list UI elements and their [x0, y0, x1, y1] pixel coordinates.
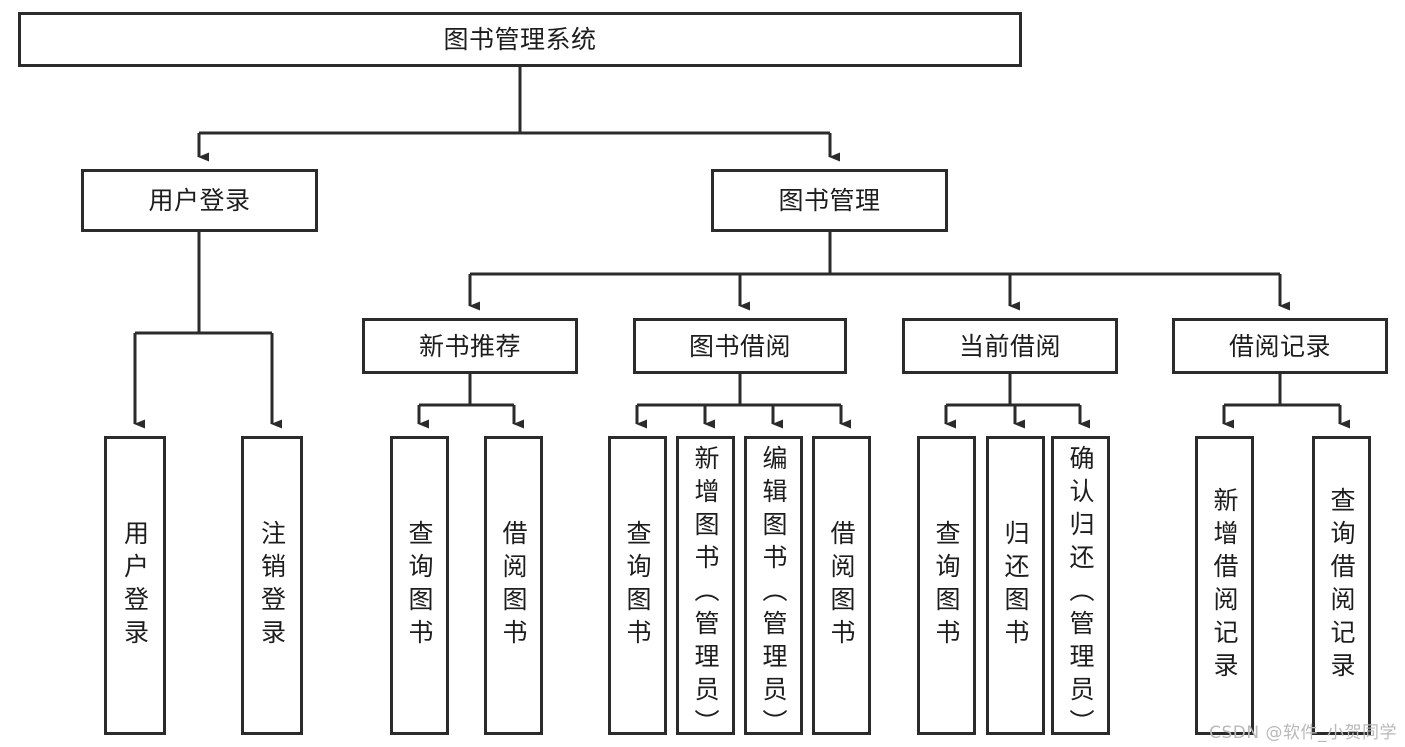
- csdn-watermark: CSDN @软件_小贺同学: [1209, 723, 1397, 743]
- leaf-borrow-book-2-inner: 借阅图书: [815, 439, 868, 732]
- leaf-add-book-label: 新增图书（管理员）: [691, 445, 720, 742]
- leaf-logout[interactable]: 注销登录: [241, 436, 303, 735]
- leaf-query-book-1[interactable]: 查询图书: [390, 436, 449, 735]
- leaf-query-book-3-label: 查询图书: [932, 519, 961, 652]
- leaf-add-record-label: 新增借阅记录: [1210, 486, 1239, 685]
- leaf-query-book-2-inner: 查询图书: [611, 439, 664, 732]
- leaf-add-record-inner: 新增借阅记录: [1198, 439, 1251, 732]
- leaf-borrow-book-2-label: 借阅图书: [827, 519, 856, 652]
- node-book-manage-label: 图书管理: [778, 186, 881, 215]
- leaf-query-book-3-inner: 查询图书: [920, 439, 973, 732]
- leaf-borrow-book-2[interactable]: 借阅图书: [812, 436, 871, 735]
- leaf-query-book-3[interactable]: 查询图书: [917, 436, 976, 735]
- leaf-confirm-return-label: 确认归还（管理员）: [1066, 445, 1095, 742]
- node-book-borrow[interactable]: 图书借阅: [633, 318, 847, 374]
- node-root[interactable]: 图书管理系统: [18, 12, 1022, 67]
- leaf-borrow-book-1[interactable]: 借阅图书: [484, 436, 543, 735]
- leaf-borrow-book-1-label: 借阅图书: [499, 519, 528, 652]
- leaf-return-book-inner: 归还图书: [989, 439, 1042, 732]
- leaf-user-login-inner: 用户登录: [107, 439, 163, 732]
- leaf-edit-book[interactable]: 编辑图书（管理员）: [744, 436, 803, 742]
- node-book-borrow-label: 图书借阅: [688, 331, 791, 361]
- leaf-return-book[interactable]: 归还图书: [986, 436, 1045, 735]
- node-new-book-rec[interactable]: 新书推荐: [362, 318, 578, 374]
- leaf-add-book[interactable]: 新增图书（管理员）: [676, 436, 735, 742]
- leaf-query-book-1-inner: 查询图书: [393, 439, 446, 732]
- node-borrow-record[interactable]: 借阅记录: [1172, 318, 1388, 374]
- leaf-query-book-2-label: 查询图书: [623, 519, 652, 652]
- leaf-user-login-label: 用户登录: [120, 519, 150, 652]
- leaf-query-record-inner: 查询借阅记录: [1315, 439, 1368, 732]
- leaf-user-login[interactable]: 用户登录: [104, 436, 166, 735]
- leaf-return-book-label: 归还图书: [1001, 519, 1030, 652]
- node-current-borrow-label: 当前借阅: [958, 331, 1061, 361]
- leaf-confirm-return-inner: 确认归还（管理员）: [1054, 439, 1107, 742]
- leaf-query-record-label: 查询借阅记录: [1327, 486, 1356, 685]
- node-borrow-record-label: 借阅记录: [1228, 331, 1331, 361]
- node-root-label: 图书管理系统: [443, 25, 597, 54]
- leaf-logout-inner: 注销登录: [244, 439, 300, 732]
- leaf-query-book-2[interactable]: 查询图书: [608, 436, 667, 735]
- node-book-manage[interactable]: 图书管理: [711, 169, 948, 232]
- node-user-login[interactable]: 用户登录: [81, 169, 318, 232]
- node-current-borrow[interactable]: 当前借阅: [902, 318, 1118, 374]
- leaf-borrow-book-1-inner: 借阅图书: [487, 439, 540, 732]
- node-new-book-rec-label: 新书推荐: [418, 331, 521, 361]
- leaf-edit-book-inner: 编辑图书（管理员）: [747, 439, 800, 742]
- leaf-edit-book-label: 编辑图书（管理员）: [759, 445, 788, 742]
- leaf-add-record[interactable]: 新增借阅记录: [1195, 436, 1254, 735]
- edges-group: [133, 67, 1350, 429]
- leaf-query-book-1-label: 查询图书: [405, 519, 434, 652]
- leaf-logout-label: 注销登录: [257, 519, 287, 652]
- node-user-login-label: 用户登录: [148, 186, 251, 215]
- leaf-query-record[interactable]: 查询借阅记录: [1312, 436, 1371, 735]
- leaf-confirm-return[interactable]: 确认归还（管理员）: [1051, 436, 1110, 742]
- leaf-add-book-inner: 新增图书（管理员）: [679, 439, 732, 742]
